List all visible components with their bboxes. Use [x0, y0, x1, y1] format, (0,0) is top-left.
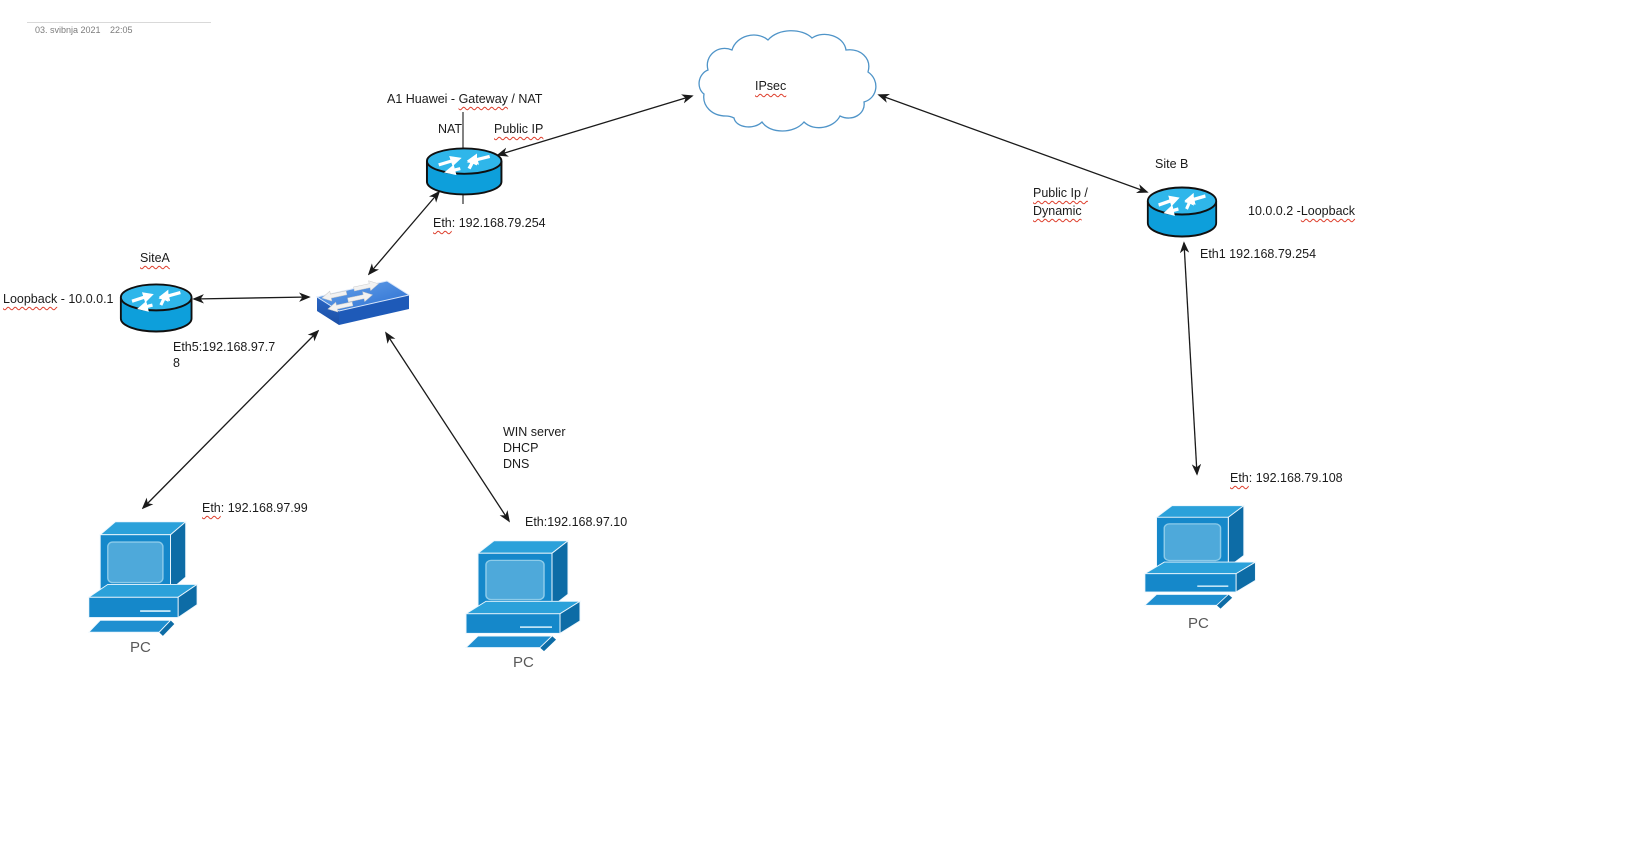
connector-sitea-switch [192, 292, 311, 304]
cloud-icon[interactable] [698, 30, 877, 132]
pc-icon-win-server[interactable] [465, 539, 581, 653]
gateway-eth-label: Eth: 192.168.79.254 [433, 216, 546, 230]
connector-switch-pc1 [141, 329, 320, 510]
gateway-title-label: A1 Huawei - Gateway / NAT [387, 92, 543, 106]
connectors [141, 93, 1202, 523]
ipsec-label: IPsec [755, 79, 787, 93]
site-b-label: Site B [1155, 157, 1189, 171]
site-b-public-ip-line2: Dynamic [1033, 204, 1082, 218]
page-title-underline [27, 22, 211, 23]
pc-icon-site-b-client[interactable] [1143, 504, 1257, 610]
win-server-label: WIN server DHCP DNS [503, 425, 566, 471]
site-b-loopback-label: 10.0.0.2 -Loopback [1248, 204, 1356, 218]
connector-switch-pc2 [385, 331, 510, 523]
switch-icon[interactable] [316, 278, 410, 326]
pc-icon-site-a-client[interactable] [87, 520, 199, 637]
public-ip-label: Public IP [494, 122, 544, 136]
connector-gateway-switch [367, 190, 441, 276]
site-b-eth1-label: Eth1 192.168.79.254 [1200, 247, 1317, 261]
page-time: 22:05 [110, 25, 133, 35]
connector-gateway-cloud [496, 94, 694, 157]
pc1-eth-label: Eth: 192.168.97.99 [202, 501, 308, 515]
router-icon-site-a[interactable] [121, 284, 192, 331]
connector-cloud-siteb [877, 93, 1149, 194]
page-date: 03. svibnja 2021 [35, 25, 101, 35]
pc3-label: PC [1188, 615, 1209, 632]
site-a-label: SiteA [140, 251, 170, 265]
site-b-public-ip-line1: Public Ip / [1033, 186, 1088, 200]
router-icon-gateway-nat[interactable] [427, 148, 501, 194]
pc3-eth-label: Eth: 192.168.79.108 [1230, 471, 1343, 485]
pc1-label: PC [130, 639, 151, 656]
nat-label: NAT [438, 122, 463, 136]
site-a-loopback-label: Loopback - 10.0.0.1 [3, 292, 114, 306]
site-a-eth5-label: Eth5:192.168.97.7 8 [173, 340, 276, 370]
pc2-label: PC [513, 654, 534, 671]
connector-siteb-pc3 [1179, 241, 1202, 476]
pc2-eth-label: Eth:192.168.97.10 [525, 515, 628, 529]
router-icon-site-b[interactable] [1148, 188, 1216, 237]
